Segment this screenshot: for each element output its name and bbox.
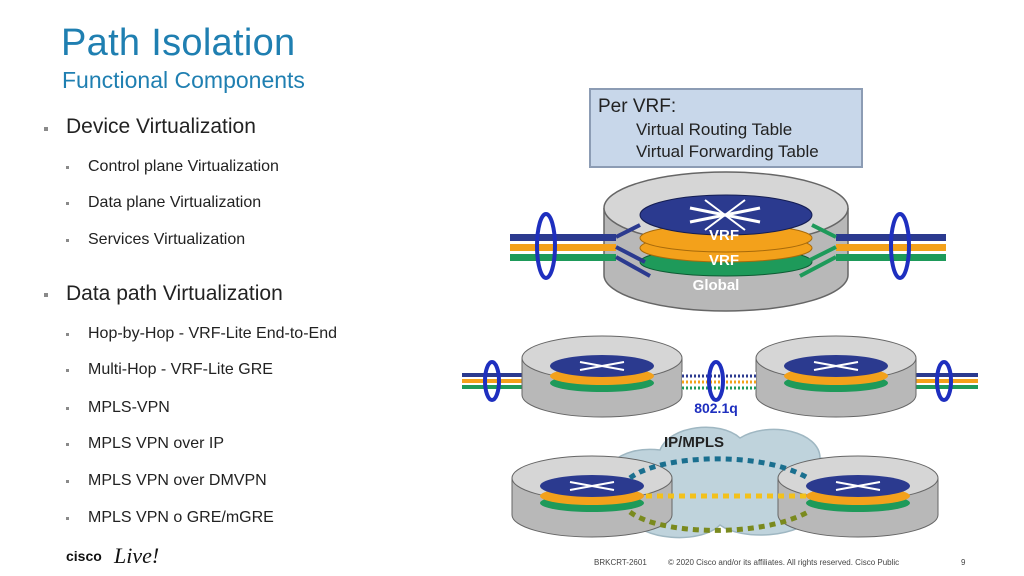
vrf-label-1: VRF xyxy=(709,227,739,244)
sub-bullet-marker xyxy=(66,166,69,169)
cisco-live-logo: cisco Live! xyxy=(66,543,159,568)
per-vrf-box: Per VRF: Virtual Routing Table Virtual F… xyxy=(589,88,863,168)
per-vrf-line-1: Virtual Routing Table xyxy=(636,120,792,139)
bullet-list: Device Virtualization Control plane Virt… xyxy=(0,0,470,560)
bullet-mpls-vpn: MPLS-VPN xyxy=(88,399,170,416)
vrf-ring-right xyxy=(889,212,911,280)
bullet-device-virtualization: Device Virtualization xyxy=(66,115,256,138)
bullet-marker xyxy=(44,127,48,131)
sub-bullet-marker xyxy=(66,239,69,242)
bullet-marker xyxy=(44,293,48,297)
router-large: VRF VRF Global xyxy=(510,171,946,312)
bullet-mpls-over-dmvpn: MPLS VPN over DMVPN xyxy=(88,472,267,489)
bullet-data-plane: Data plane Virtualization xyxy=(88,194,262,211)
bullet-services: Services Virtualization xyxy=(88,231,246,248)
slide-subtitle: Functional Components xyxy=(62,67,305,93)
router-pair-8021q: 802.1q xyxy=(462,335,978,418)
sub-bullet-marker xyxy=(66,407,69,410)
network-diagram: Per VRF: Virtual Routing Table Virtual F… xyxy=(462,88,978,539)
vrf-label-2: VRF xyxy=(709,252,739,269)
logo-brand: cisco xyxy=(66,548,102,564)
bullet-multi-hop: Multi-Hop - VRF-Lite GRE xyxy=(88,361,273,378)
bullet-control-plane: Control plane Virtualization xyxy=(88,158,279,175)
sub-bullet-marker xyxy=(66,443,69,446)
cloud-label: IP/MPLS xyxy=(664,434,724,451)
per-vrf-title: Per VRF: xyxy=(598,96,676,117)
sub-bullet-marker xyxy=(66,480,69,483)
bullet-mpls-over-ip: MPLS VPN over IP xyxy=(88,435,225,452)
sub-bullet-marker xyxy=(66,517,69,520)
bullet-data-path-virtualization: Data path Virtualization xyxy=(66,282,283,305)
footer-session-id: BRKCRT-2601 xyxy=(594,558,647,567)
vrf-ring-left xyxy=(535,212,557,280)
per-vrf-line-2: Virtual Forwarding Table xyxy=(636,142,819,161)
slide-title: Path Isolation xyxy=(61,22,296,64)
sub-bullet-marker xyxy=(66,202,69,205)
trunk-label: 802.1q xyxy=(694,400,738,416)
global-label: Global xyxy=(693,277,740,294)
footer-page-number: 9 xyxy=(961,558,966,567)
mpls-cloud-section: IP/MPLS xyxy=(511,426,939,539)
sub-bullet-marker xyxy=(66,333,69,336)
logo-event: Live! xyxy=(113,543,159,568)
bullet-hop-by-hop: Hop-by-Hop - VRF-Lite End-to-End xyxy=(88,325,337,342)
footer-copyright: © 2020 Cisco and/or its affiliates. All … xyxy=(668,558,900,567)
sub-bullet-marker xyxy=(66,369,69,372)
bullet-mpls-gre: MPLS VPN o GRE/mGRE xyxy=(88,509,274,526)
